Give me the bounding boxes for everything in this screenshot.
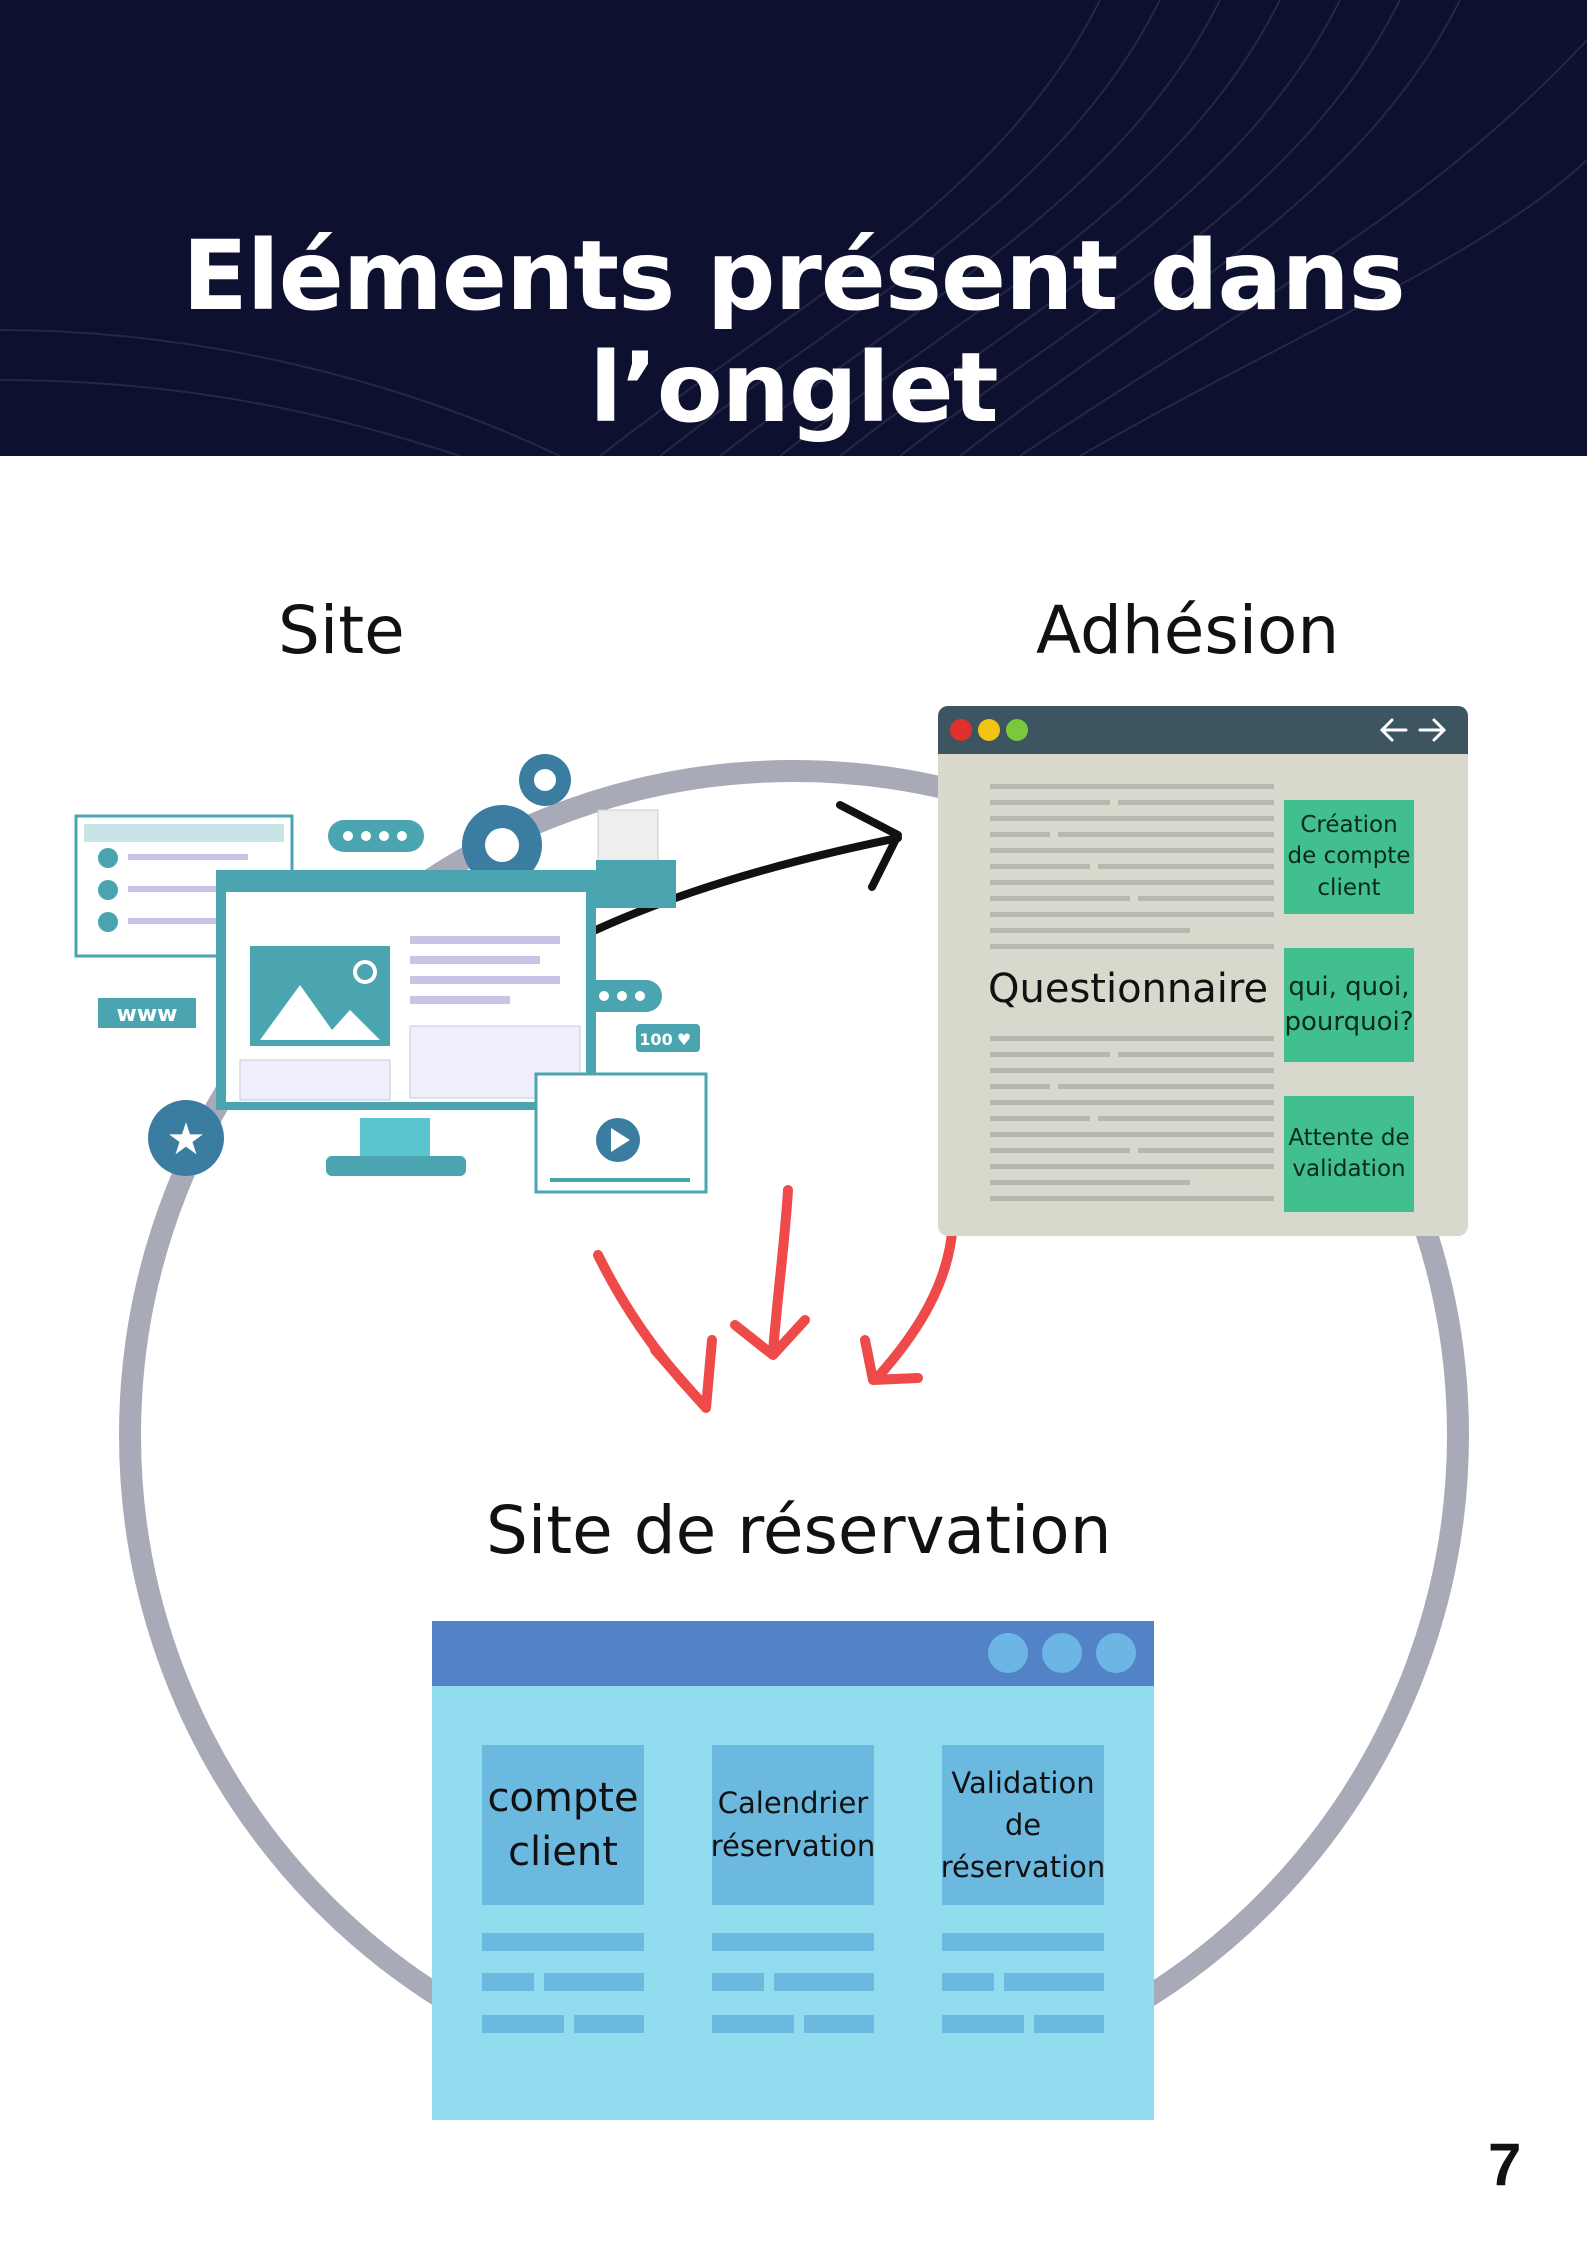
reservation-site-label: Site de réservation [486,1492,1112,1569]
reservation-window-titlebar [432,1621,1154,1686]
star-icon: ★ [148,1100,224,1176]
likes-badge: 100 ♥ [636,1024,700,1052]
www-badge [98,998,196,1028]
svg-text:♥: ♥ [677,1030,691,1049]
adhesion-label: Adhésion [1036,592,1340,669]
header-wave-pattern [0,0,1587,456]
reservation-lines-decoration [482,1933,1104,2033]
questionnaire-label: Questionnaire [988,966,1269,1012]
gear-icon [462,754,571,885]
booking-validation-card: Validation de réservation [940,1745,1106,1905]
video-play-icon [534,1072,708,1194]
adhesion-window-titlebar [938,706,1468,754]
adhesion-window: Questionnaire Création de compte client … [938,706,1468,1236]
booking-calendar-text: Calendrier réservation [710,1785,876,1864]
client-account-card: compte client [482,1745,644,1905]
www-text: www [117,1002,178,1027]
header-banner: Eléments présent dans l’onglet [0,0,1587,456]
site-label: Site [278,592,405,669]
folder-icon [596,809,676,908]
account-creation-box: Création de compte client [1284,800,1414,914]
page-number: 7 [1488,2131,1522,2198]
pending-validation-box: Attente de validation [1284,1096,1414,1212]
page-title: Eléments présent dans l’onglet [182,220,1406,444]
who-what-why-box: qui, quoi, pourquoi? [1284,948,1414,1062]
svg-text:★: ★ [166,1114,205,1165]
nav-arrows-icon [1379,718,1447,742]
window-maximize-dot [1006,719,1028,741]
booking-calendar-card: Calendrier réservation [710,1745,876,1905]
window-minimize-dot [978,719,1000,741]
red-arrows [593,1185,958,1413]
site-illustration: www ★ 100 ♥ [74,754,708,1194]
window-dot [1042,1633,1082,1673]
pending-validation-text: Attente de validation [1288,1124,1410,1182]
booking-validation-text: Validation de réservation [940,1765,1106,1885]
who-what-why-text: qui, quoi, pourquoi? [1284,971,1414,1037]
account-creation-text: Création de compte client [1287,812,1411,901]
window-dot [988,1633,1028,1673]
black-arrow [581,801,902,939]
svg-text:100: 100 [639,1030,672,1049]
window-close-dot [950,719,972,741]
text-lines-decoration [990,784,1274,1201]
reservation-window: compte client Calendrier réservation Val… [432,1621,1154,2120]
client-account-text: compte client [487,1775,639,1875]
window-dot [1096,1633,1136,1673]
